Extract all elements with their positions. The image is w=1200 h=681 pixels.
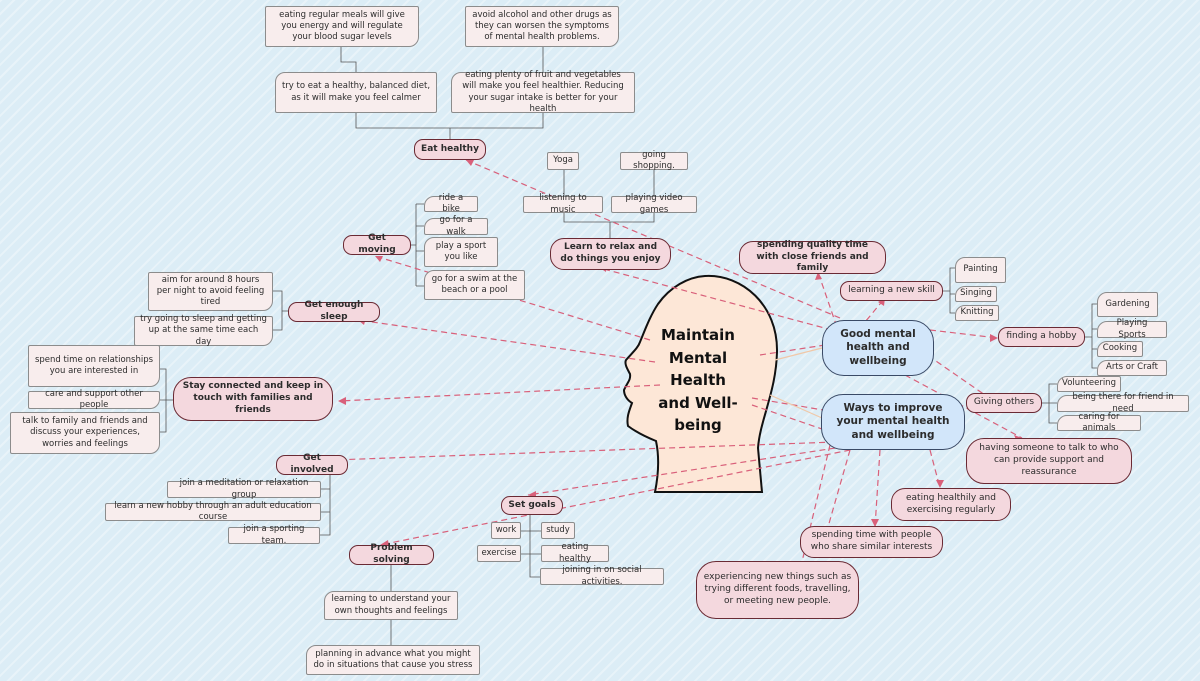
others-leaf-volunteering[interactable]: Volunteering <box>1057 376 1121 392</box>
involved-leaf-sporting-team[interactable]: join a sporting team. <box>228 524 320 546</box>
topic-problem-solving[interactable]: Problem solving <box>349 543 434 565</box>
topic-finding-a-hobby[interactable]: finding a hobby <box>998 327 1085 347</box>
goals-leaf-work[interactable]: work <box>491 522 521 539</box>
hobby-leaf-cooking[interactable]: Cooking <box>1097 341 1143 357</box>
sleep-leaf-same-time[interactable]: try going to sleep and getting up at the… <box>134 314 273 347</box>
relax-leaf-music[interactable]: listening to music <box>523 193 603 215</box>
moving-leaf-sport[interactable]: play a sport you like <box>424 237 498 267</box>
moving-leaf-walk[interactable]: go for a walk <box>424 215 488 237</box>
problem-leaf-understand-thoughts[interactable]: learning to understand your own thoughts… <box>324 591 458 620</box>
relax-leaf-shopping[interactable]: going shopping. <box>620 150 688 171</box>
topic-eat-healthy[interactable]: Eat healthy <box>414 139 486 160</box>
goals-leaf-eating-healthy[interactable]: eating healthy <box>541 542 609 564</box>
topic-eating-exercising[interactable]: eating healthily and exercising regularl… <box>891 488 1011 521</box>
hobby-leaf-arts-craft[interactable]: Arts or Craft <box>1097 360 1167 376</box>
skill-leaf-knitting[interactable]: Knitting <box>955 305 999 321</box>
others-leaf-caring-animals[interactable]: caring for animals <box>1057 412 1141 433</box>
main-topic-ways-to-improve[interactable]: Ways to improve your mental health and w… <box>821 394 965 450</box>
topic-get-involved[interactable]: Get involved <box>276 453 348 475</box>
topic-get-moving[interactable]: Get moving <box>343 233 411 255</box>
connected-leaf-care-support[interactable]: care and support other people <box>28 389 160 410</box>
topic-set-goals[interactable]: Set goals <box>501 496 563 515</box>
involved-leaf-new-hobby[interactable]: learn a new hobby through an adult educa… <box>105 501 321 522</box>
relax-leaf-video-games[interactable]: playing video games <box>611 193 697 215</box>
center-title: Maintain Mental Health and Well-being <box>658 326 738 434</box>
skill-leaf-painting[interactable]: Painting <box>955 257 1006 283</box>
relax-leaf-yoga[interactable]: Yoga <box>547 152 579 170</box>
problem-leaf-planning-in-advance[interactable]: planning in advance what you might do in… <box>306 645 480 675</box>
sleep-leaf-8-hours[interactable]: aim for around 8 hours per night to avoi… <box>148 272 273 311</box>
topic-quality-time[interactable]: spending quality time with close friends… <box>739 240 886 274</box>
involved-leaf-meditation[interactable]: join a meditation or relaxation group <box>167 478 321 500</box>
eat-healthy-leaf-fruit-vegetables[interactable]: eating plenty of fruit and vegetables wi… <box>451 70 635 114</box>
main-topic-good-mental-health[interactable]: Good mental health and wellbeing <box>822 320 934 376</box>
connected-leaf-relationships[interactable]: spend time on relationships you are inte… <box>28 345 160 387</box>
connected-leaf-talk-family[interactable]: talk to family and friends and discuss y… <box>10 412 160 454</box>
topic-similar-interests[interactable]: spending time with people who share simi… <box>800 526 943 558</box>
eat-healthy-leaf-avoid-alcohol[interactable]: avoid alcohol and other drugs as they ca… <box>465 6 619 47</box>
goals-leaf-study[interactable]: study <box>541 522 575 539</box>
topic-experiencing-new-things[interactable]: experiencing new things such as trying d… <box>696 561 859 619</box>
moving-leaf-bike[interactable]: ride a bike <box>424 193 478 214</box>
topic-someone-to-talk-to[interactable]: having someone to talk to who can provid… <box>966 438 1132 484</box>
skill-leaf-singing[interactable]: Singing <box>955 286 997 302</box>
hobby-leaf-playing-sports[interactable]: Playing Sports <box>1097 318 1167 340</box>
topic-stay-connected[interactable]: Stay connected and keep in touch with fa… <box>173 377 333 421</box>
hobby-leaf-gardening[interactable]: Gardening <box>1097 292 1158 317</box>
topic-learn-to-relax[interactable]: Learn to relax and do things you enjoy <box>550 238 671 270</box>
others-leaf-friend-in-need[interactable]: being there for friend in need <box>1057 392 1189 414</box>
topic-giving-others[interactable]: Giving others <box>966 393 1042 413</box>
moving-leaf-swim[interactable]: go for a swim at the beach or a pool <box>424 270 525 300</box>
head-silhouette <box>622 274 779 493</box>
goals-leaf-exercise[interactable]: exercise <box>477 545 521 562</box>
topic-learning-new-skill[interactable]: learning a new skill <box>840 281 943 301</box>
topic-get-enough-sleep[interactable]: Get enough sleep <box>288 300 380 322</box>
eat-healthy-leaf-regular-meals[interactable]: eating regular meals will give you energ… <box>265 6 419 47</box>
goals-leaf-social-activities[interactable]: joining in on social activities. <box>540 565 664 587</box>
eat-healthy-leaf-balanced-diet[interactable]: try to eat a healthy, balanced diet, as … <box>275 72 437 113</box>
